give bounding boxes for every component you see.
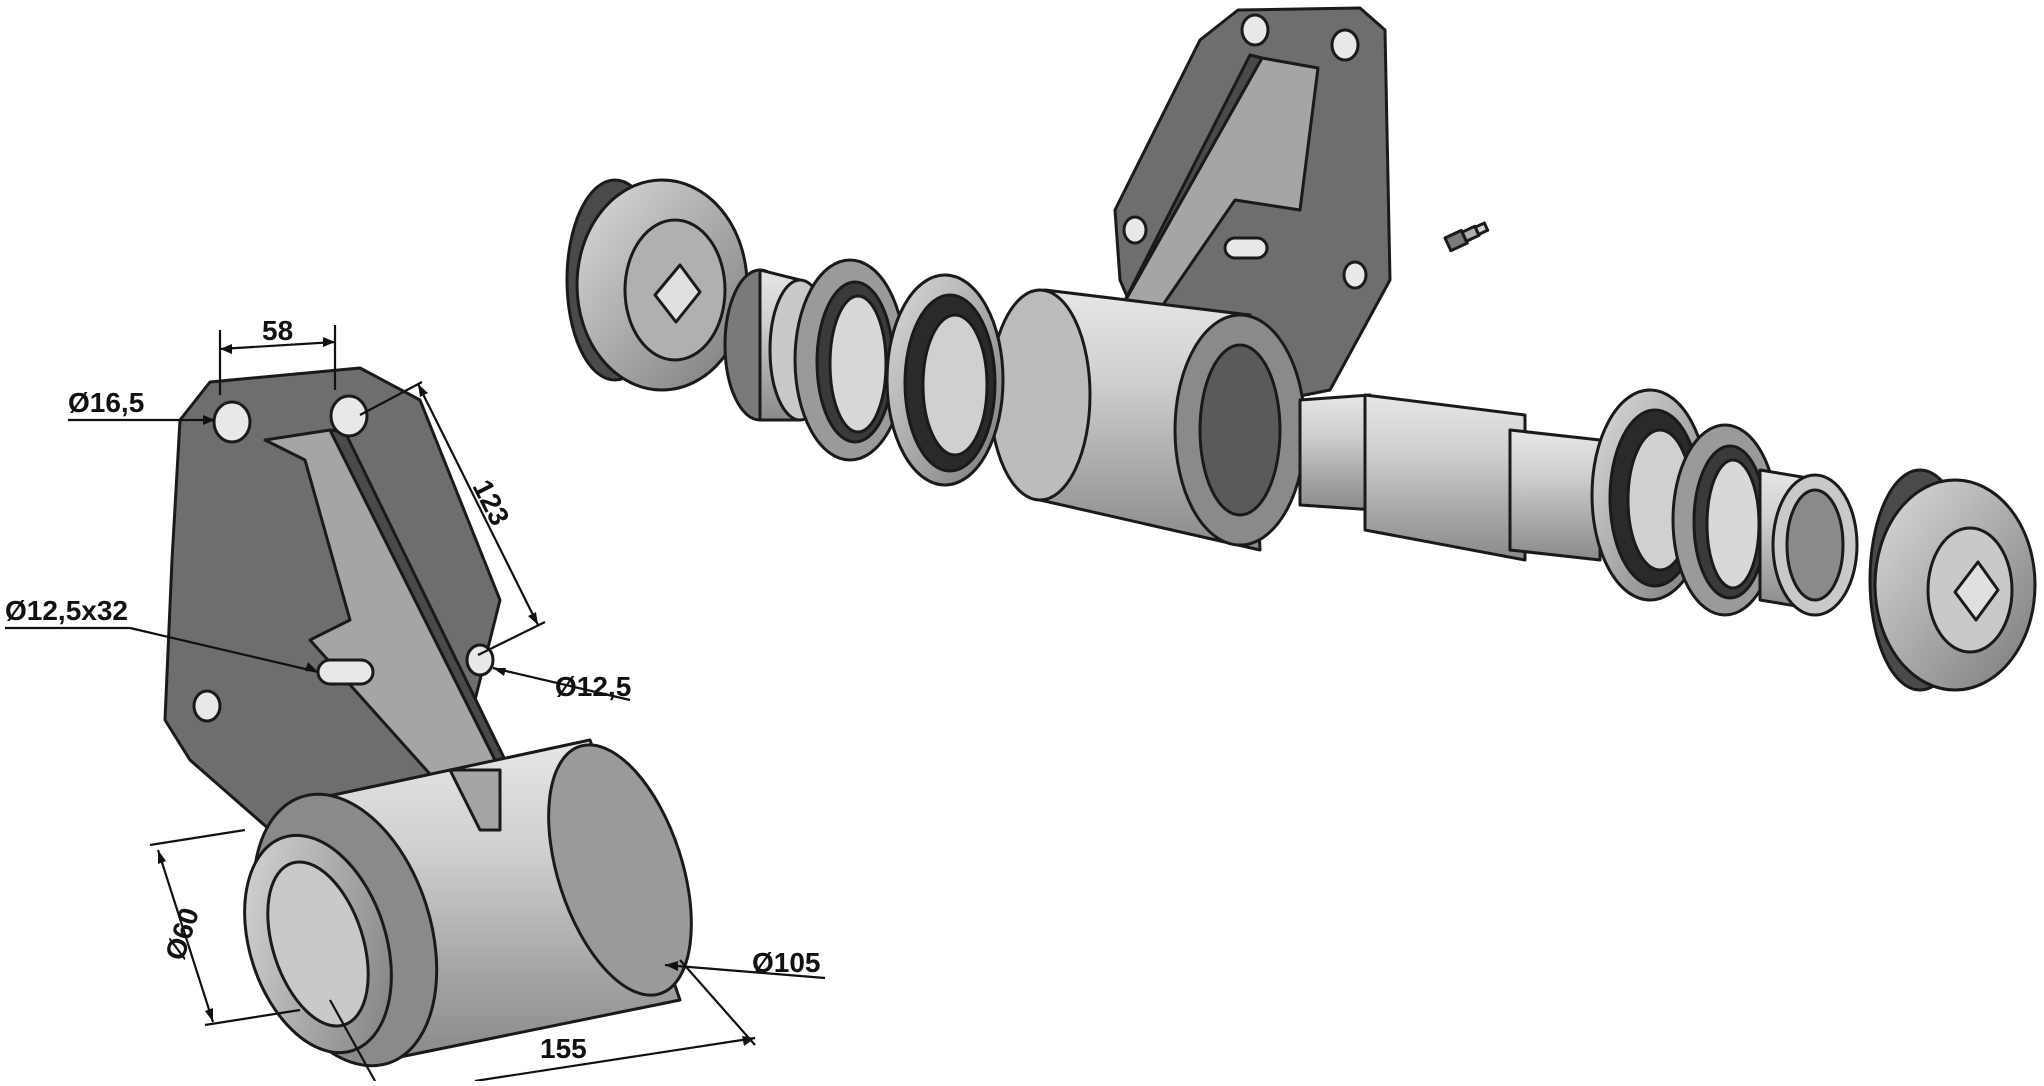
hole-12-5-lower	[465, 643, 495, 677]
hole-16-5-left	[212, 400, 252, 444]
sleeve-right-bore	[1785, 488, 1845, 602]
plate-hole-right	[1342, 260, 1368, 290]
dim-105-label: Ø105	[752, 947, 821, 978]
rib-foot	[448, 768, 502, 832]
hole-16-5-right	[329, 394, 369, 438]
assembled-bearing-bracket	[163, 366, 693, 1068]
seal-right-bore	[1705, 458, 1761, 590]
dim-12-5-label: Ø12,5	[555, 671, 631, 702]
plate-slot	[1223, 236, 1269, 260]
exploded-view	[565, 6, 2037, 692]
grease-nipple	[1443, 221, 1490, 253]
bearing-left-inner	[921, 313, 989, 457]
shaft-3	[1508, 428, 1602, 562]
shaft-2	[1363, 393, 1527, 562]
dim-155-label: 155	[540, 1033, 587, 1064]
dim-12-5x32-label: Ø12,5x32	[5, 595, 128, 626]
dim-123-label: 123	[467, 475, 516, 531]
end-disk-left-square-hole	[653, 263, 702, 324]
housing-right-face	[547, 743, 693, 997]
slot-12-5x32	[316, 658, 375, 686]
dim-60-label: Ø60	[159, 904, 205, 964]
plate-hole-left	[1122, 215, 1148, 245]
plate-hole-top-right	[1330, 28, 1360, 62]
exploded-housing-left	[988, 288, 1092, 502]
dim-16-5-label: Ø16,5	[68, 387, 144, 418]
end-disk-right-square-hole	[1953, 560, 2000, 622]
dim-58-label: 58	[262, 315, 293, 346]
exploded-housing-bore	[1198, 343, 1282, 517]
plate-hole-top-left	[1240, 13, 1270, 47]
seal-left-bore	[828, 294, 888, 434]
hole-plate-left	[192, 689, 222, 723]
